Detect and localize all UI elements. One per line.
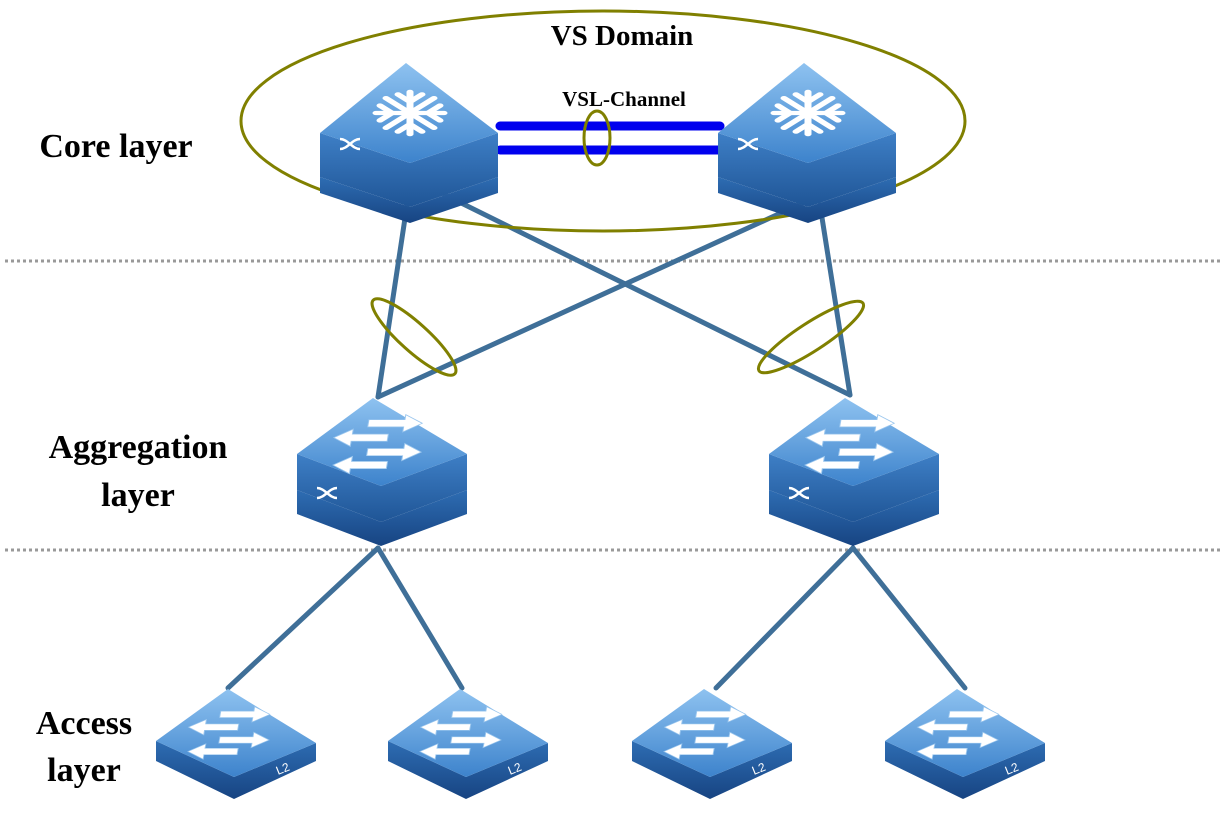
aggregation-layer-label-line1: Aggregation bbox=[49, 429, 228, 466]
link-core-left-to-agg-left bbox=[375, 202, 410, 400]
core-switch-right bbox=[718, 63, 896, 223]
aggregation-layer-label-line2: layer bbox=[101, 477, 175, 514]
core-switch-left bbox=[320, 63, 498, 223]
l2-badge: L2 bbox=[274, 760, 292, 778]
crossed-arrows-icon bbox=[316, 486, 338, 500]
crossed-arrows-icon bbox=[339, 137, 361, 151]
l2-badge: L2 bbox=[506, 760, 524, 778]
vsl-channel-label: VSL-Channel bbox=[562, 87, 686, 111]
vsl-channel bbox=[495, 109, 725, 167]
lag-ring-right bbox=[756, 299, 866, 375]
vs-domain-ring bbox=[239, 9, 967, 233]
uplinks bbox=[375, 192, 853, 400]
snowflake-switch-icon bbox=[372, 89, 448, 137]
access-layer-label-line1: Access bbox=[36, 705, 132, 742]
lag-ring-left bbox=[370, 297, 458, 377]
link-agg-left-to-access-2 bbox=[375, 545, 465, 691]
link-core-right-to-agg-right bbox=[817, 202, 853, 398]
core-layer-label: Core layer bbox=[39, 128, 192, 165]
downlinks bbox=[225, 545, 968, 691]
link-agg-right-to-access-3 bbox=[713, 545, 856, 691]
link-agg-left-to-access-1 bbox=[225, 545, 381, 691]
access-switches: L2 L2 L2 L2 bbox=[156, 689, 1045, 799]
access-layer-label-line2: layer bbox=[47, 752, 121, 789]
l2-badge: L2 bbox=[750, 760, 768, 778]
access-switch-4: L2 bbox=[885, 689, 1045, 799]
access-switch-3: L2 bbox=[632, 689, 792, 799]
link-core-right-to-agg-left bbox=[375, 199, 808, 400]
access-switch-2: L2 bbox=[388, 689, 548, 799]
snowflake-switch-icon bbox=[770, 89, 846, 137]
link-agg-right-to-access-4 bbox=[850, 545, 968, 691]
l2-badge: L2 bbox=[1003, 760, 1021, 778]
aggregation-switch-right bbox=[769, 398, 939, 546]
vsl-ring bbox=[582, 109, 612, 167]
vs-domain-title: VS Domain bbox=[551, 20, 694, 52]
access-switch-1: L2 bbox=[156, 689, 316, 799]
crossed-arrows-icon bbox=[788, 486, 810, 500]
crossed-arrows-icon bbox=[737, 137, 759, 151]
aggregation-switch-left bbox=[297, 398, 467, 546]
